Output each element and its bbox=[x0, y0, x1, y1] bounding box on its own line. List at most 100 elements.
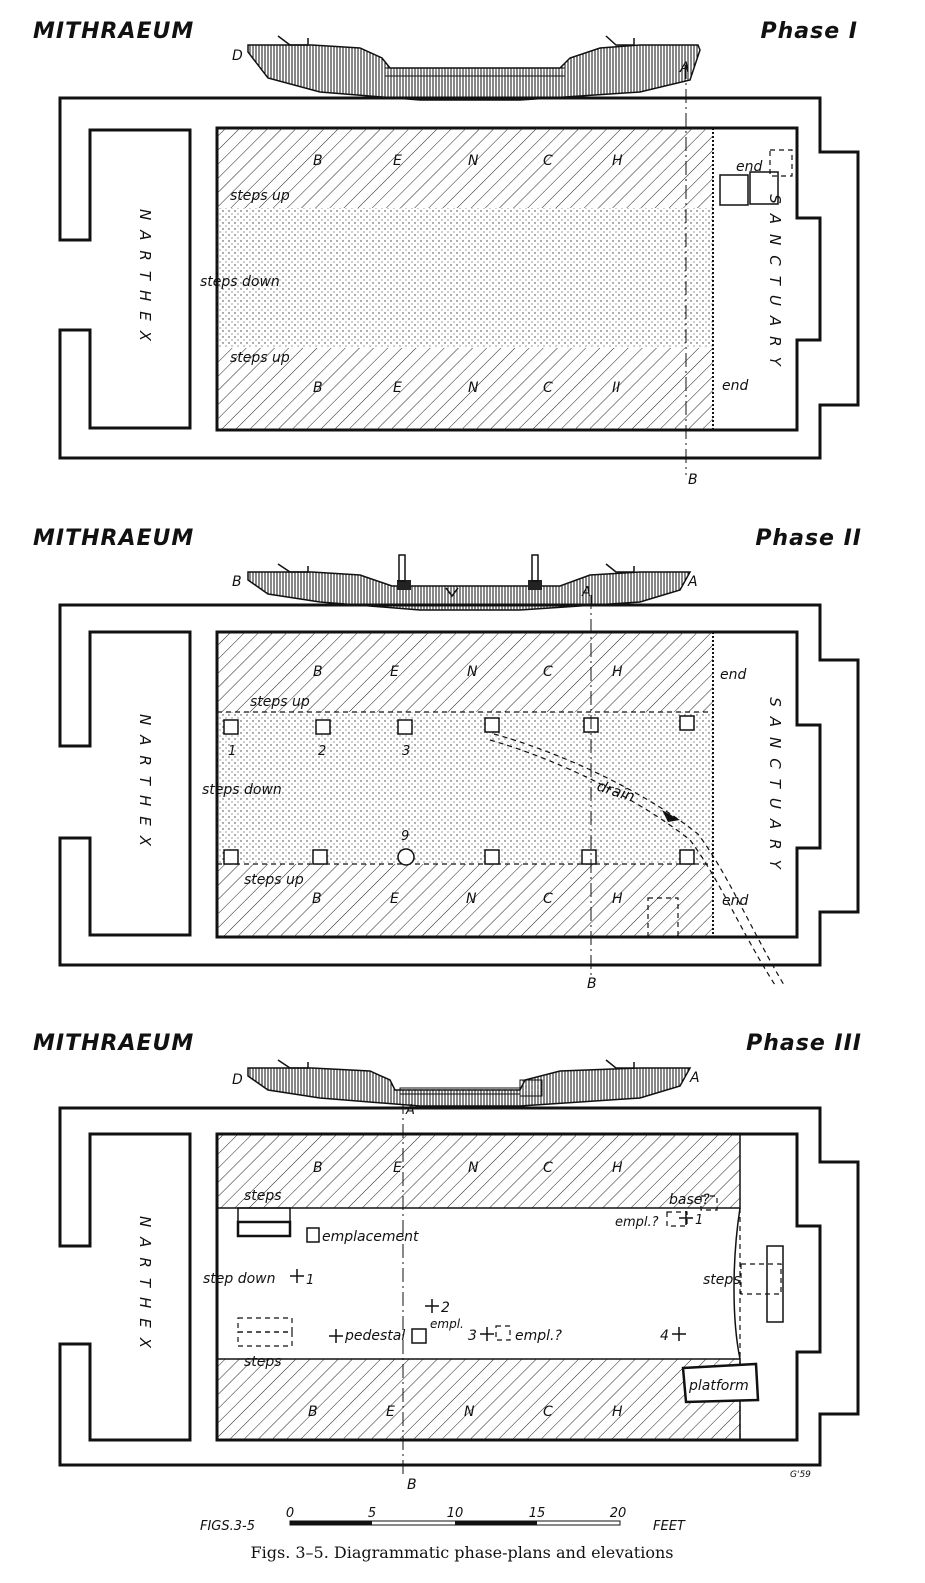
drain-channel bbox=[489, 733, 785, 986]
scale-tick: 20 bbox=[610, 1506, 627, 1521]
axis-label: B bbox=[688, 472, 698, 488]
phase-3-plan: MITHRAEUM Phase III D A bbox=[33, 1031, 862, 1493]
post-number: 2 bbox=[318, 744, 326, 759]
bench-letter: B bbox=[308, 1404, 318, 1420]
bench-letter: B bbox=[312, 891, 322, 907]
phase-3-north-bench bbox=[216, 1133, 741, 1209]
altar-number: 9 bbox=[401, 829, 409, 844]
phase-2-posts bbox=[223, 715, 695, 866]
post-number: 1 bbox=[228, 744, 236, 759]
phase-3-label: Phase III bbox=[746, 1031, 862, 1056]
phase-1-nave bbox=[217, 208, 713, 348]
phase-3-section: D A bbox=[232, 1059, 700, 1107]
narthex-label: NARTHEX bbox=[136, 209, 154, 351]
sanctuary-label: SANCTUARY bbox=[766, 194, 784, 375]
bench-letter: E bbox=[393, 380, 402, 396]
scale-tick: 0 bbox=[286, 1506, 294, 1521]
bench-letter: H bbox=[612, 153, 623, 169]
end-label: end bbox=[720, 667, 746, 683]
scale-tick: 5 bbox=[368, 1506, 376, 1521]
axis-label: B bbox=[587, 976, 597, 992]
marker-number: 2 bbox=[441, 1300, 450, 1316]
bench-letter: H bbox=[612, 1160, 623, 1176]
phase-2-south-bench bbox=[217, 864, 713, 937]
bench-letter: B bbox=[313, 1160, 323, 1176]
phase-1-title: MITHRAEUM bbox=[33, 19, 194, 44]
phase-2-north-bench bbox=[217, 632, 713, 712]
figure-reference: FIGS.3-5 bbox=[200, 1519, 255, 1534]
marker-number: 1 bbox=[306, 1273, 314, 1288]
steps-up-label: steps up bbox=[250, 694, 310, 710]
section-label-left: B bbox=[232, 574, 242, 590]
empl-label: empl.? bbox=[515, 1328, 562, 1344]
marker-number: 1 bbox=[695, 1213, 703, 1228]
bench-letter: H bbox=[612, 891, 623, 907]
steps-down-label: steps down bbox=[202, 782, 282, 798]
phase-1-outer-wall bbox=[58, 96, 860, 460]
phase-1-south-bench bbox=[217, 348, 713, 430]
bench-letter: E bbox=[390, 891, 399, 907]
bench-letter: N bbox=[467, 664, 478, 680]
phase-2-nave bbox=[217, 712, 713, 864]
sanctuary-label: SANCTUARY bbox=[766, 697, 784, 878]
phase-3-outer-wall bbox=[58, 1106, 860, 1467]
bench-letter: C bbox=[543, 1160, 553, 1176]
bench-letter: C bbox=[543, 153, 553, 169]
platform-label: platform bbox=[688, 1378, 749, 1394]
bench-letter: C bbox=[543, 1404, 553, 1420]
scale-bar: FIGS.3-5 0 5 10 15 20 FEET bbox=[200, 1506, 686, 1534]
phase-3-south-bench bbox=[216, 1358, 741, 1441]
axis-label: B bbox=[407, 1477, 417, 1493]
scale-tick: 15 bbox=[529, 1506, 546, 1521]
steps-up-label: steps up bbox=[244, 872, 304, 888]
phase-2-outer-wall bbox=[58, 603, 860, 967]
bench-letter: N bbox=[464, 1404, 475, 1420]
signature: G'59 bbox=[790, 1470, 811, 1480]
steps-up-label: steps up bbox=[230, 188, 290, 204]
scale-unit: FEET bbox=[653, 1519, 686, 1534]
phase-1-label: Phase I bbox=[761, 19, 859, 44]
section-label-right: A bbox=[687, 574, 698, 590]
bench-letter: E bbox=[393, 153, 402, 169]
bench-letter: N bbox=[466, 891, 477, 907]
bench-letter: II bbox=[612, 380, 620, 396]
bench-letter: C bbox=[543, 891, 553, 907]
steps-label: steps bbox=[244, 1188, 282, 1204]
phase-2-label: Phase II bbox=[755, 526, 862, 551]
bench-letter: C bbox=[543, 664, 553, 680]
empl-label: empl.? bbox=[615, 1215, 659, 1230]
bench-letter: E bbox=[390, 664, 399, 680]
steps-up-label: steps up bbox=[230, 350, 290, 366]
phase-3-features bbox=[236, 1195, 784, 1404]
figure-caption: Figs. 3–5. Diagrammatic phase-plans and … bbox=[251, 1543, 674, 1562]
scale-tick: 10 bbox=[447, 1506, 464, 1521]
phase-3-title: MITHRAEUM bbox=[33, 1031, 194, 1056]
bench-letter: N bbox=[468, 1160, 479, 1176]
phase-1-plan: MITHRAEUM Phase I D A NARTHEX SANCTUARY … bbox=[33, 19, 860, 488]
bench-letter: C bbox=[543, 380, 553, 396]
narthex-label: NARTHEX bbox=[136, 714, 154, 856]
bench-letter: B bbox=[313, 380, 323, 396]
bench-letter: E bbox=[393, 1160, 402, 1176]
phase-1-north-bench bbox=[217, 128, 713, 208]
base-label: base? bbox=[669, 1192, 710, 1208]
marker-number: 3 bbox=[468, 1328, 477, 1344]
emplacement-label: emplacement bbox=[322, 1229, 419, 1245]
bench-letter: B bbox=[313, 153, 323, 169]
end-label: end bbox=[722, 893, 748, 909]
pedestal-label: pedestal bbox=[344, 1328, 405, 1344]
section-label-right: A bbox=[689, 1070, 700, 1086]
section-label-left: D bbox=[232, 48, 243, 64]
end-label: end bbox=[722, 378, 748, 394]
bench-letter: N bbox=[468, 380, 479, 396]
phase-2-plan: MITHRAEUM Phase II B A bbox=[33, 526, 862, 992]
steps-down-label: steps down bbox=[200, 274, 280, 290]
step-down-label: step down bbox=[203, 1271, 276, 1287]
section-label-left: D bbox=[232, 1072, 243, 1088]
bench-letter: B bbox=[313, 664, 323, 680]
bench-letter: N bbox=[468, 153, 479, 169]
steps-label: steps bbox=[703, 1272, 741, 1288]
bench-letter: H bbox=[612, 664, 623, 680]
post-number: 3 bbox=[402, 744, 410, 759]
